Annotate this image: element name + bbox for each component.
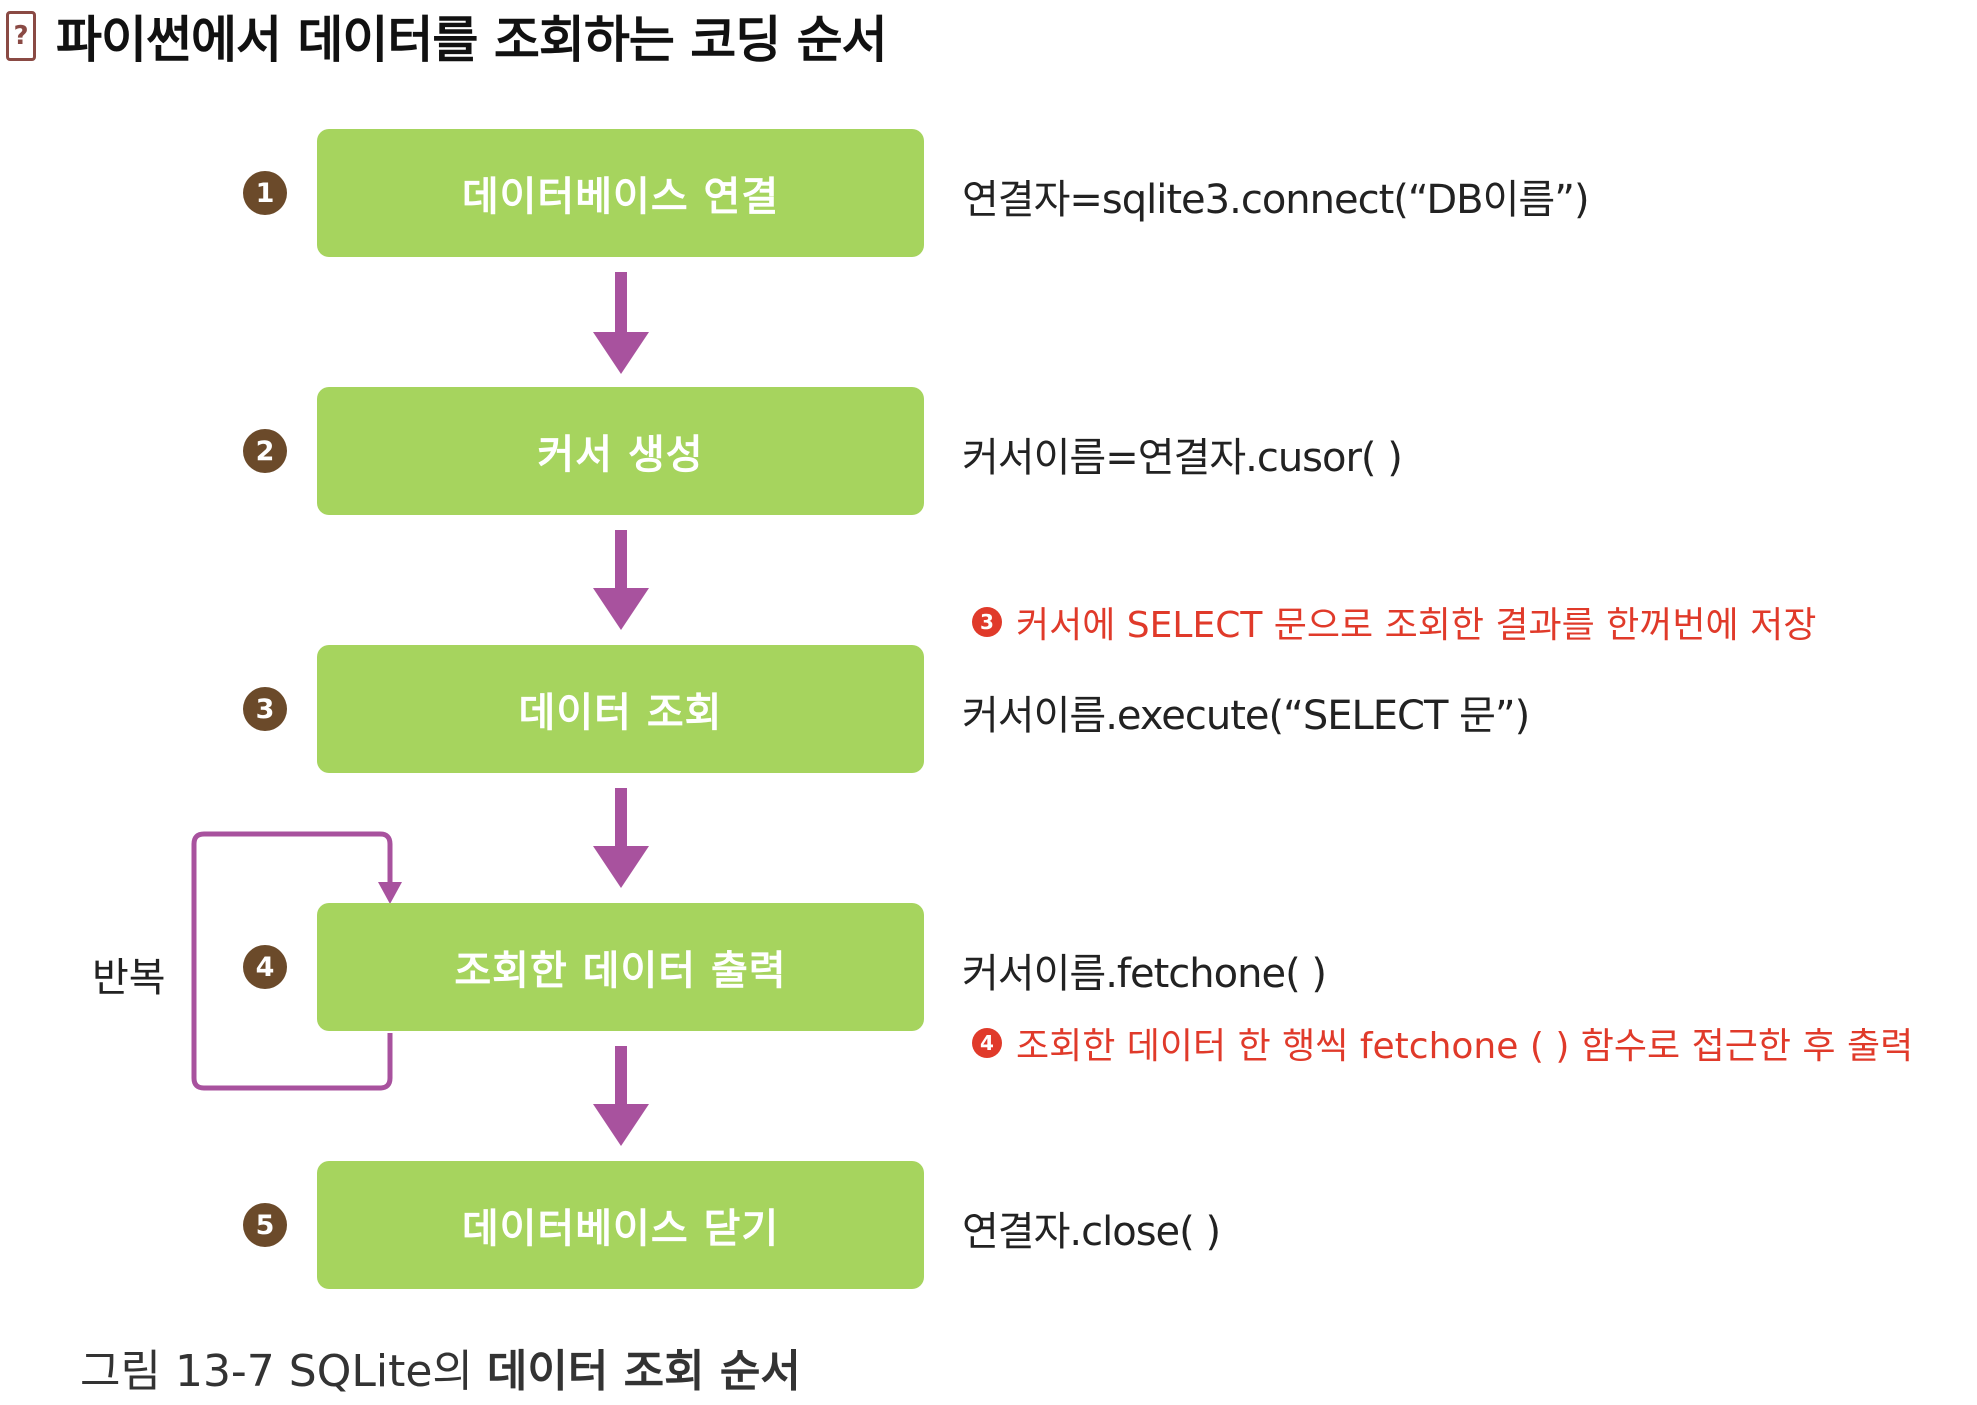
flow-arrow-3-head [593, 846, 649, 888]
flow-arrow-1-shaft [615, 272, 627, 334]
flow-arrow-2-shaft [615, 530, 627, 590]
note-step-4: 4 조회한 데이터 한 행씩 fetchone ( ) 함수로 접근한 후 출력 [972, 1017, 1913, 1069]
repeat-loop [191, 831, 393, 1091]
note-3-badge: 3 [972, 607, 1002, 637]
figure-caption: 그림 13-7 SQLite의 데이터 조회 순서 [80, 1335, 801, 1399]
step-5-box: 데이터베이스 닫기 [317, 1161, 924, 1289]
note-3-text: 커서에 SELECT 문으로 조회한 결과를 한꺼번에 저장 [1016, 605, 1817, 646]
flow-arrow-4-head [593, 1104, 649, 1146]
step-5-badge: 5 [243, 1203, 287, 1247]
note-4-text: 조회한 데이터 한 행씩 fetchone ( ) 함수로 접근한 후 출력 [1016, 1026, 1914, 1067]
step-2-code: 커서이름=연결자.cusor( ) [962, 435, 1403, 481]
step-3-badge: 3 [243, 687, 287, 731]
page-title: 파이썬에서 데이터를 조회하는 코딩 순서 [56, 11, 888, 69]
step-4-badge: 4 [243, 945, 287, 989]
flow-arrow-2-head [593, 588, 649, 630]
step-1-box: 데이터베이스 연결 [317, 129, 924, 257]
step-2-box: 커서 생성 [317, 387, 924, 515]
flow-arrow-1-head [593, 332, 649, 374]
repeat-loop-arrowhead [378, 882, 402, 904]
step-3-code: 커서이름.execute(“SELECT 문”) [962, 693, 1530, 739]
step-4-code: 커서이름.fetchone( ) [962, 951, 1327, 997]
note-step-3: 3 커서에 SELECT 문으로 조회한 결과를 한꺼번에 저장 [972, 596, 1816, 648]
step-2-badge: 2 [243, 429, 287, 473]
step-4-box: 조회한 데이터 출력 [317, 903, 924, 1031]
step-1-badge: 1 [243, 171, 287, 215]
step-5-code: 연결자.close( ) [962, 1209, 1221, 1255]
step-3-box: 데이터 조회 [317, 645, 924, 773]
repeat-label: 반복 [92, 955, 166, 1001]
question-mark-icon: ? [6, 11, 36, 61]
caption-bold: 데이터 조회 순서 [486, 1346, 801, 1397]
title-row: ? 파이썬에서 데이터를 조회하는 코딩 순서 [6, 4, 888, 69]
flow-arrow-3-shaft [615, 788, 627, 848]
caption-prefix: 그림 13-7 SQLite의 [80, 1346, 487, 1397]
flow-arrow-4-shaft [615, 1046, 627, 1106]
note-4-badge: 4 [972, 1028, 1002, 1058]
step-1-code: 연결자=sqlite3.connect(“DB이름”) [962, 177, 1590, 223]
